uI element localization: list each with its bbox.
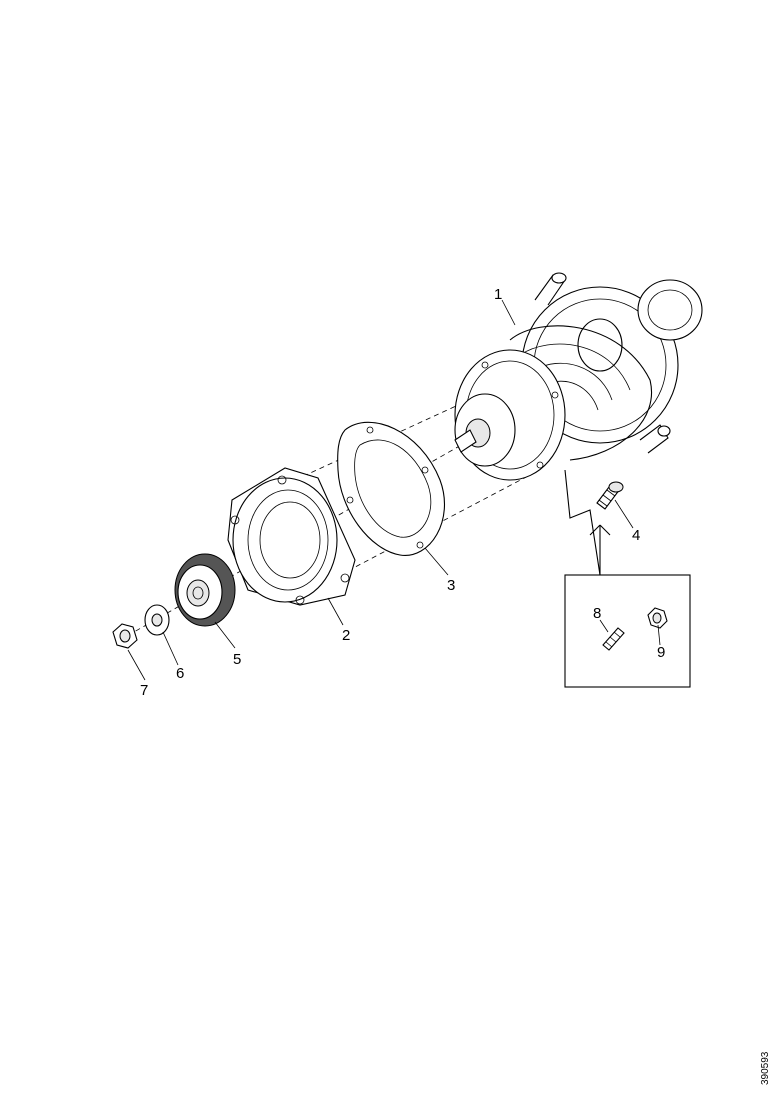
part-7-nut — [112, 623, 138, 649]
part-2-adapter-housing — [227, 467, 356, 606]
detail-leader-line — [564, 469, 601, 576]
callout-4: 4 — [632, 527, 640, 544]
callout-8: 8 — [593, 605, 601, 622]
part-9-nut — [647, 607, 668, 629]
callout-5: 5 — [233, 651, 241, 668]
part-4-bolt — [596, 481, 624, 510]
part-8-stud — [602, 627, 625, 651]
callout-1: 1 — [494, 286, 502, 303]
part-5-drive-gear — [174, 553, 236, 627]
callout-7: 7 — [140, 682, 148, 699]
detail-box — [564, 574, 691, 688]
part-6-washer — [144, 604, 170, 636]
callout-2: 2 — [342, 627, 350, 644]
part-3-gasket — [337, 421, 445, 556]
part-1-pump-body — [454, 272, 703, 481]
reference-code: 390593 — [760, 1051, 771, 1085]
callout-9: 9 — [657, 644, 665, 661]
callout-3: 3 — [447, 577, 455, 594]
callout-leaders — [127, 299, 661, 681]
callout-6: 6 — [176, 665, 184, 682]
